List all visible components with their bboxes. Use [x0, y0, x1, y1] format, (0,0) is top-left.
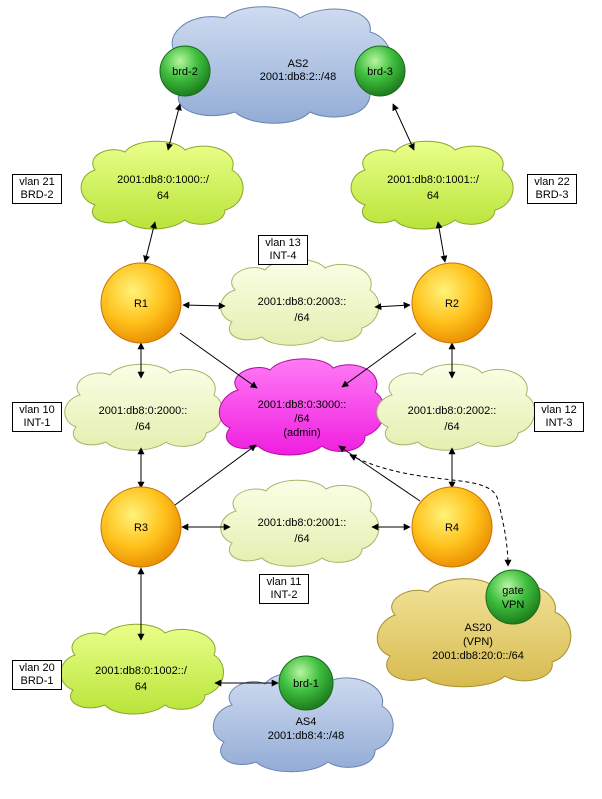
cloud-net-2002: 2001:db8:0:2002:: /64 [376, 363, 536, 451]
vlan-12-id: vlan 12 [541, 404, 577, 416]
vlan-22-box: vlan 22 BRD-3 [527, 174, 577, 204]
net-3000-prefix: 2001:db8:0:3000:: [258, 399, 347, 411]
as4-prefix: 2001:db8:4::/48 [268, 730, 344, 742]
vlan-10-box: vlan 10 INT-1 [12, 402, 62, 432]
cloud-net-2003: 2001:db8:0:2003:: /64 [220, 258, 380, 346]
r2-label: R2 [445, 298, 459, 310]
vlan-12-box: vlan 12 INT-3 [534, 402, 584, 432]
cloud-net-2001: 2001:db8:0:2001:: /64 [220, 479, 380, 567]
cloud-as20-vpn: AS20 (VPN) 2001:db8:20:0::/64 [376, 578, 572, 688]
r4-label: R4 [445, 522, 459, 534]
vlan-11-box: vlan 11 INT-2 [259, 574, 309, 604]
brd2-label: brd-2 [172, 66, 198, 78]
as20-prefix: 2001:db8:20:0::/64 [432, 650, 524, 662]
cloud-as4: AS4 2001:db8:4::/48 [212, 672, 394, 773]
net-1001-prefix: 2001:db8:0:1001::/ [387, 174, 480, 186]
gate-vpn-label: VPN [502, 599, 525, 611]
router-brd1[interactable]: brd-1 [278, 655, 334, 711]
link-net1000-r1 [143, 221, 157, 263]
r1-label: R1 [134, 298, 148, 310]
vlan-21-box: vlan 21 BRD-2 [12, 174, 62, 204]
net-2000-prefix: 2001:db8:0:2000:: [99, 405, 188, 417]
vlan-10-id: vlan 10 [19, 404, 55, 416]
vlan-21-name: BRD-2 [20, 189, 54, 201]
router-r1[interactable]: R1 [100, 262, 182, 344]
link-brd2-net1000 [166, 103, 182, 151]
gate-label: gate [502, 585, 523, 597]
vlan-13-name: INT-4 [269, 250, 297, 262]
router-r2[interactable]: R2 [411, 262, 493, 344]
r3-label: R3 [134, 522, 148, 534]
link-r1-net2003 [182, 301, 226, 310]
as20-vpn-label: (VPN) [463, 636, 493, 648]
vlan-12-name: INT-3 [545, 417, 573, 429]
net-1002-prefix: 2001:db8:0:1002::/ [95, 665, 188, 677]
net-1000-length: 64 [157, 190, 169, 202]
vlan-10-name: INT-1 [23, 417, 51, 429]
net-2002-prefix: 2001:db8:0:2002:: [408, 405, 497, 417]
net-1001-length: 64 [427, 190, 439, 202]
as2-label: AS2 [288, 58, 309, 70]
cloud-net-1001: 2001:db8:0:1001::/ 64 [350, 140, 514, 230]
cloud-net-1000: 2001:db8:0:1000::/ 64 [80, 140, 244, 230]
router-r3[interactable]: R3 [100, 486, 182, 568]
vlan-22-name: BRD-3 [535, 189, 569, 201]
router-brd3[interactable]: brd-3 [354, 45, 406, 97]
brd1-label: brd-1 [293, 678, 319, 690]
cloud-net-3000-admin: 2001:db8:0:3000:: /64 (admin) [218, 358, 385, 456]
net-2001-length: /64 [294, 533, 309, 545]
vlan-20-box: vlan 20 BRD-1 [12, 660, 62, 690]
vlan-21-id: vlan 21 [19, 176, 55, 188]
net-2003-length: /64 [294, 312, 309, 324]
as4-label: AS4 [296, 716, 317, 728]
cloud-net-1002: 2001:db8:0:1002::/ 64 [60, 623, 224, 715]
cloud-net-2000: 2001:db8:0:2000:: /64 [64, 363, 224, 451]
as2-prefix: 2001:db8:2::/48 [260, 71, 336, 83]
brd3-label: brd-3 [367, 66, 393, 78]
net-2000-length: /64 [135, 421, 150, 433]
link-r3-admin [174, 444, 257, 506]
router-brd2[interactable]: brd-2 [159, 45, 211, 97]
vlan-11-name: INT-2 [270, 589, 298, 601]
link-r1-admin [179, 332, 258, 389]
vlan-11-id: vlan 11 [266, 576, 302, 588]
links [137, 103, 512, 687]
as20-label: AS20 [465, 622, 492, 634]
net-2001-prefix: 2001:db8:0:2001:: [258, 517, 347, 529]
link-r2-admin [341, 332, 417, 388]
net-2002-length: /64 [444, 421, 459, 433]
vlan-22-id: vlan 22 [534, 176, 570, 188]
link-admin-gate-vpn-dashed [349, 454, 512, 567]
link-net1001-r2 [435, 221, 448, 263]
vlan-13-id: vlan 13 [265, 237, 301, 249]
router-gate-vpn[interactable]: gate VPN [485, 569, 541, 625]
vlan-20-id: vlan 20 [19, 662, 55, 674]
link-net2003-r2 [374, 301, 411, 311]
net-3000-role: (admin) [283, 427, 320, 439]
net-1002-length: 64 [135, 681, 147, 693]
router-r4[interactable]: R4 [411, 486, 493, 568]
net-3000-length: /64 [294, 413, 309, 425]
net-2003-prefix: 2001:db8:0:2003:: [258, 296, 347, 308]
net-1000-prefix: 2001:db8:0:1000::/ [117, 174, 210, 186]
vlan-13-box: vlan 13 INT-4 [258, 235, 308, 265]
link-brd3-net1001 [392, 103, 415, 151]
vlan-20-name: BRD-1 [20, 675, 54, 687]
